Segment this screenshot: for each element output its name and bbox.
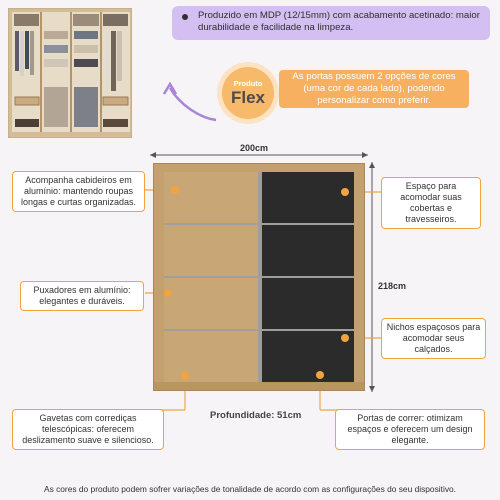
- badge-line2: Flex: [230, 88, 266, 107]
- callout-hangers: Acompanha cabideiros em alumínio: manten…: [12, 171, 145, 212]
- wardrobe-front: [153, 163, 365, 391]
- callout-handles: Puxadores em alumínio: elegantes e duráv…: [20, 281, 144, 311]
- callout-sliding-doors: Portas de correr: otimizam espaços e ofe…: [335, 409, 485, 450]
- door-pointer-icon: [316, 371, 324, 379]
- product-flex-badge: Produto Flex: [222, 67, 274, 119]
- disclaimer-footer: As cores do produto podem sofrer variaçõ…: [43, 484, 456, 494]
- curved-arrow-icon: [162, 81, 217, 122]
- drawer-pointer-icon: [181, 372, 189, 380]
- niche-pointer-icon: [341, 334, 349, 342]
- depth-label: Profundidade: 51cm: [210, 410, 302, 421]
- width-label: 200cm: [240, 143, 269, 153]
- callout-drawers: Gavetas com corrediças telescópicas: ofe…: [12, 409, 164, 450]
- top-space-pointer-icon: [341, 188, 349, 196]
- callout-niches: Nichos espaçosos para acomodar seus calç…: [381, 318, 486, 359]
- height-label: 218cm: [378, 281, 407, 291]
- flex-note: As portas possuem 2 opções de cores (uma…: [279, 70, 469, 108]
- callout-top-space: Espaço para acomodar suas cobertas e tra…: [381, 177, 481, 229]
- material-note: Produzido em MDP (12/15mm) com acabament…: [172, 6, 490, 40]
- badge-line1: Produto: [233, 79, 263, 88]
- hanger-pointer-icon: [171, 186, 179, 194]
- bullet-icon: [182, 14, 188, 20]
- open-wardrobe-image: [8, 8, 132, 138]
- handle-pointer-icon: [164, 289, 172, 297]
- material-note-text: Produzido em MDP (12/15mm) com acabament…: [198, 10, 480, 33]
